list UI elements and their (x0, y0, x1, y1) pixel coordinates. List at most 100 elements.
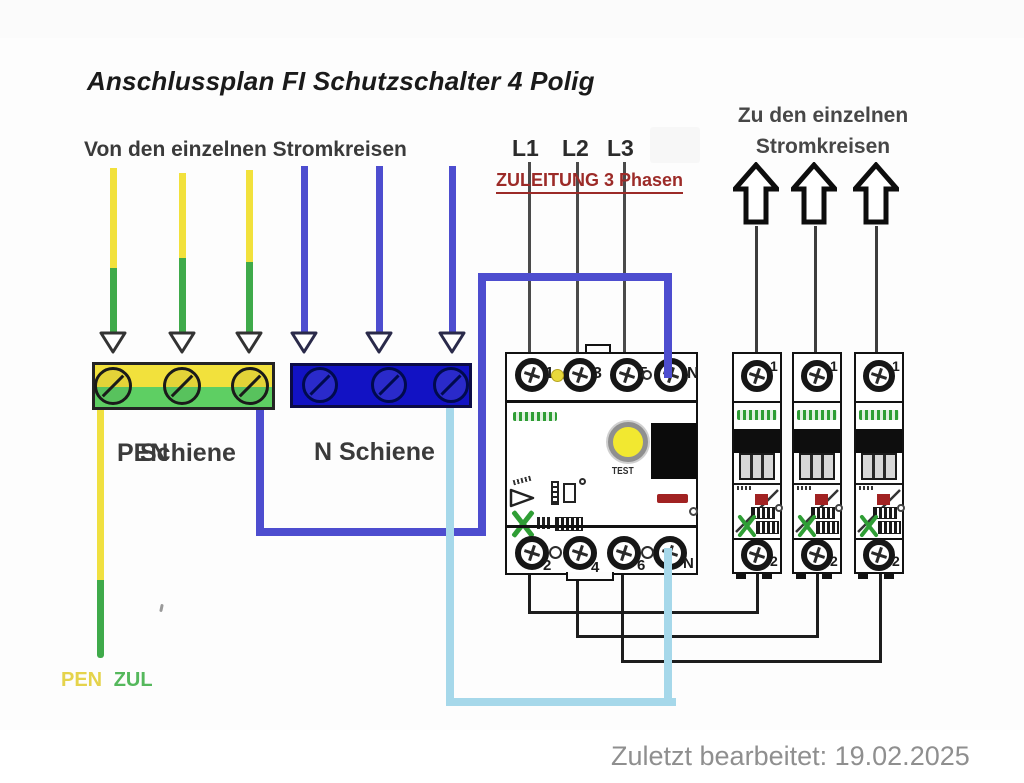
fi-brand-mark (513, 412, 557, 421)
mcb1-red-chip (755, 494, 768, 505)
up-arrow-icon (853, 162, 899, 225)
n-rail-screw-2 (371, 367, 407, 403)
mcb2-top-label: 1 (830, 358, 838, 374)
fi-bottom-notch (566, 572, 614, 581)
wire-l3 (623, 162, 626, 358)
fi-side-circle (689, 507, 698, 516)
up-arrow-icon (791, 162, 837, 225)
fi-terminal-label-6: 6 (637, 557, 646, 574)
fi-green-x-icon (509, 510, 537, 538)
down-arrowhead-icon (99, 331, 127, 354)
load-wire-3-v1 (621, 573, 624, 663)
last-edited-text: Zuletzt bearbeitet: 19.02.2025 (611, 741, 970, 771)
mcb1-window (739, 453, 775, 480)
mcb1-foot (736, 573, 746, 579)
fi-terminal-screw-4 (563, 536, 597, 570)
mcb2-coil (816, 521, 839, 534)
fi-symbol-degree (579, 478, 586, 485)
fi-terminal-screw-5 (610, 358, 644, 392)
fi-divider-bottom (507, 525, 696, 528)
fi-small-circle-bottom-2 (641, 546, 654, 559)
fi-test-button (608, 422, 648, 462)
mcb3-top-label: 1 (892, 358, 900, 374)
wire-mcb2-out (814, 226, 817, 354)
mcb2-side-circle (835, 504, 843, 512)
phase-label-l1: L1 (512, 135, 539, 161)
wire-mcb1-out (755, 226, 758, 354)
load-wire-3-h (621, 660, 882, 663)
mcb1-foot-2 (762, 573, 772, 579)
from-circuits-label: Von den einzelnen Stromkreisen (84, 138, 407, 161)
wire-mcb3-out (875, 226, 878, 354)
wire-l1 (528, 162, 531, 358)
pe-rail-screw-3 (231, 367, 269, 405)
tiny-mark (159, 603, 164, 613)
fi-terminal-label-4: 4 (591, 559, 600, 576)
mcb2-top-screw (801, 360, 833, 392)
mcb3-marks (859, 486, 873, 490)
fi-triangle-symbol (509, 488, 535, 508)
pe-rail-label-part2: Schiene (140, 439, 236, 467)
fi-indicator-red (657, 494, 688, 503)
fi-terminal-label-3: 3 (593, 365, 602, 382)
pe-wire-3-green (246, 262, 253, 332)
faint-patch (650, 127, 700, 163)
mcb2-foot-2 (822, 573, 832, 579)
fi-breaker: 1 3 5 N TEST 2 4 6 N (505, 352, 699, 576)
mcb3-bottom-screw (863, 539, 895, 571)
load-wire-3-v2 (879, 573, 882, 663)
top-band (0, 0, 1024, 38)
to-circuits-line2: Stromkreisen (755, 135, 891, 158)
footer-bar (0, 730, 1024, 783)
mcb2-bottom-screw (801, 539, 833, 571)
n-rail-label: N Schiene (314, 438, 435, 466)
mcb2-marks (797, 486, 811, 490)
n-rail-screw-3 (433, 367, 469, 403)
mcb3-red-chip (877, 494, 890, 505)
pe-wire-1-green (110, 268, 117, 332)
fi-switch-block (651, 423, 697, 479)
mcb3-window (861, 453, 897, 480)
fi-top-notch (585, 344, 611, 354)
fi-terminal-screw-6 (607, 536, 641, 570)
mcb1-coil (756, 521, 779, 534)
mcb1-marks (737, 486, 751, 490)
mcb3-side-circle (897, 504, 905, 512)
n-feed-wire-v3 (664, 273, 672, 378)
pe-wire-1-yellow (110, 168, 117, 268)
fi-symbol-bar (551, 481, 559, 505)
down-arrowhead-icon (290, 331, 318, 354)
fi-terminal-screw-1 (515, 358, 549, 392)
mcb3-divider-1 (856, 401, 902, 403)
phase-label-l3: L3 (607, 135, 634, 161)
up-arrow-icon (733, 162, 779, 225)
mcb3-coil (878, 521, 901, 534)
load-wire-2-h (576, 635, 819, 638)
mcb2-window (799, 453, 835, 480)
down-arrowhead-icon (365, 331, 393, 354)
fi-squiggle (512, 475, 532, 486)
mcb3-bottom-label: 2 (892, 553, 900, 569)
n-return-wire-h (446, 698, 676, 706)
mcb3-toggle (856, 429, 902, 453)
mcb1-side-circle (775, 504, 783, 512)
n-wire-3 (449, 166, 456, 332)
n-wire-2 (376, 166, 383, 332)
mcb1-brand-mark (737, 410, 777, 420)
fi-terminal-screw-2 (515, 536, 549, 570)
to-circuits-line1: Zu den einzelnen (737, 104, 909, 127)
mcb1-divider-1 (734, 401, 780, 403)
fi-terminal-screw-3 (563, 358, 597, 392)
mcb1-bottom-label: 2 (770, 553, 778, 569)
fi-terminal-label-n-top: N (687, 365, 699, 382)
mcb2-divider-2 (794, 483, 840, 485)
mcb1-toggle (734, 429, 780, 453)
mcb-3: 1 2 (854, 352, 905, 574)
pe-rail-screw-2 (163, 367, 201, 405)
mcb2-toggle (794, 429, 840, 453)
mcb2-divider-1 (794, 401, 840, 403)
fi-small-circle-bottom-1 (549, 546, 562, 559)
mcb3-brand-mark (859, 410, 899, 420)
zul-label: ZUL (113, 669, 153, 691)
n-return-wire-v1 (446, 390, 454, 706)
